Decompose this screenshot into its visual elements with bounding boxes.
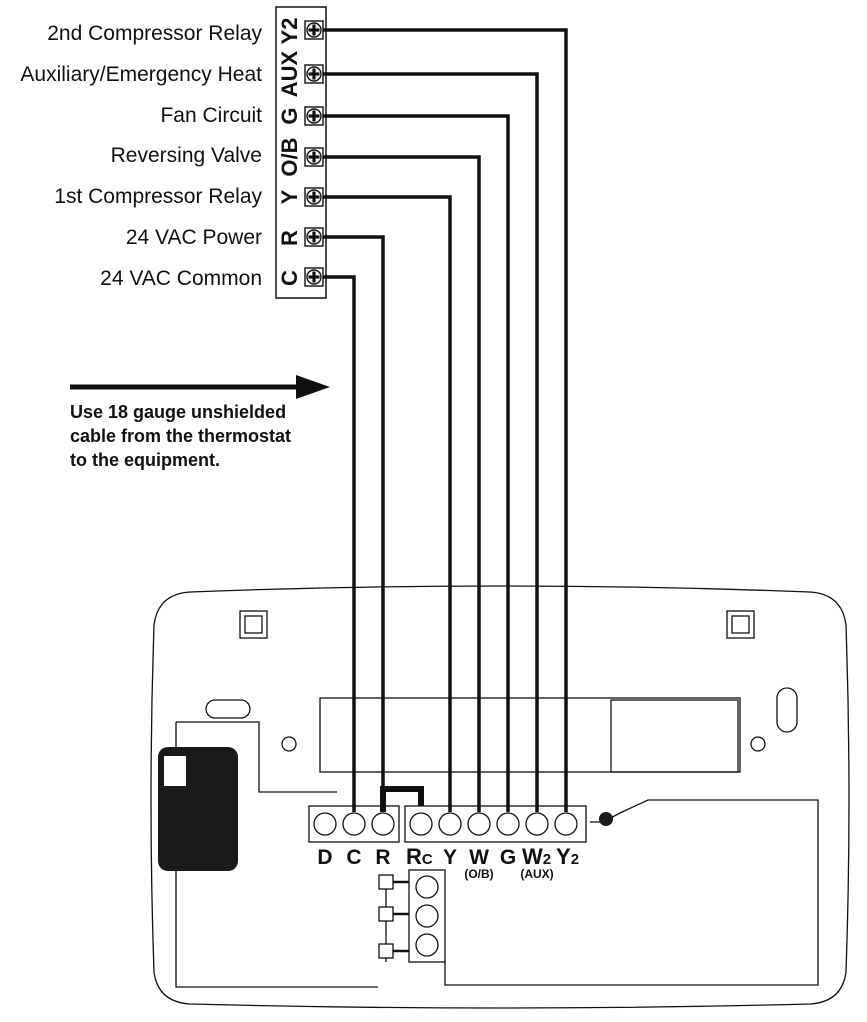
code-y: Y [277,189,302,204]
note-line-1: Use 18 gauge unshielded [70,402,286,422]
terminal-w-sublabel: (O/B) [464,867,493,881]
terminal-y-label: Y [443,846,457,869]
terminal-w2-screw [525,812,549,836]
terminal-g-label: G [500,846,516,869]
label-24vac-common: 24 VAC Common [100,267,262,290]
label-2nd-compressor-relay: 2nd Compressor Relay [47,22,262,45]
code-c: C [277,270,302,286]
terminal-y2-screw [554,812,578,836]
screw-y2-icon [304,20,324,40]
terminal-w2-sublabel: (AUX) [520,867,553,881]
wire-y2 [323,28,568,812]
screw-ob-icon [304,147,324,167]
terminal-rc-label: RC [406,844,433,869]
terminal-d-screw [313,812,337,836]
code-g: G [277,107,302,124]
code-aux: AUX [277,50,302,97]
terminal-g-screw [496,812,520,836]
battery-block [158,747,238,871]
thermostat-terminal-block [308,805,587,843]
terminal-r-screw [371,812,395,836]
terminal-rc-screw [409,812,433,836]
terminal-w-screw [467,812,491,836]
terminal-w2-label: W2 [522,844,551,869]
label-1st-compressor-relay: 1st Compressor Relay [54,185,262,208]
note-line-3: to the equipment. [70,450,220,470]
wire-c [323,275,356,812]
label-fan-circuit: Fan Circuit [160,104,262,127]
screw-g-icon [304,106,324,126]
terminal-y-screw [438,812,462,836]
switch-knob-icon [599,812,613,826]
code-r: R [277,230,302,246]
label-reversing-valve: Reversing Valve [111,144,262,167]
wire-r [323,235,385,812]
wire-g [323,114,510,812]
terminal-r-label: R [375,846,390,869]
wire-ob [323,155,481,812]
lower-terminal-block [378,869,446,963]
terminal-y2-label: Y2 [556,844,579,869]
terminal-c-screw [342,812,366,836]
code-y2: Y2 [277,18,302,45]
terminal-w-label: W [469,846,489,869]
equipment-terminal-strip: 2nd Compressor Relay Auxiliary/Emergency… [20,6,327,299]
wire-y [323,195,452,812]
cable-arrow-icon [70,375,330,399]
screw-y-icon [304,187,324,207]
terminal-c-label: C [346,846,361,869]
wire-aux [323,72,539,812]
screw-c-icon [304,267,324,287]
wire-bundle [323,28,568,812]
terminal-d-label: D [317,846,332,869]
thermostat-base-plate [150,585,850,1009]
note-line-2: cable from the thermostat [70,426,291,446]
screw-aux-icon [304,64,324,84]
label-auxiliary-emergency-heat: Auxiliary/Emergency Heat [20,63,262,86]
label-24vac-power: 24 VAC Power [126,226,262,249]
code-ob: O/B [277,137,302,176]
screw-r-icon [304,227,324,247]
